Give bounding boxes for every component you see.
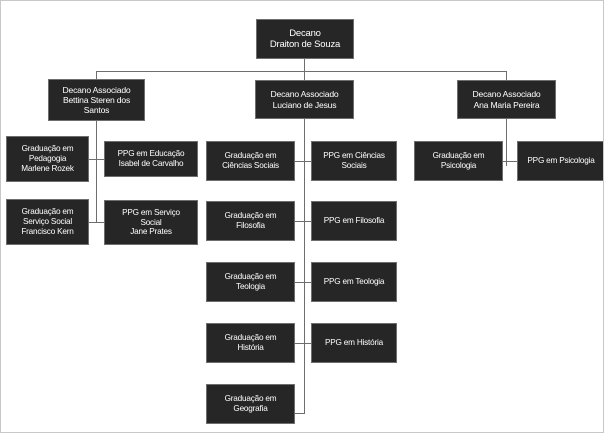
node-ppg-historia[interactable]: PPG em História bbox=[311, 323, 397, 363]
node-label-line: PPG em Filosofia bbox=[323, 216, 385, 226]
node-label-line: PPG em Psicologia bbox=[527, 156, 595, 166]
node-label-line: Geografia bbox=[233, 404, 268, 413]
connector-mid-stub-historia bbox=[295, 343, 305, 344]
node-label-line: Ana Maria Pereira bbox=[473, 99, 540, 110]
connector-mid-stub-ppg-historia bbox=[304, 343, 312, 344]
node-label-line: Marlene Rozek bbox=[21, 163, 74, 173]
connector-mid-stub-ppg-teologia bbox=[304, 282, 312, 283]
connector-left-stub-ppg-servico bbox=[96, 222, 105, 223]
node-label-line: Pedagogia bbox=[28, 154, 67, 164]
connector-decano-stem bbox=[304, 59, 305, 71]
node-label-line: Graduação em bbox=[224, 333, 277, 343]
node-label-line: Filosofia bbox=[236, 221, 265, 230]
connector-mid-stub-ppg-filosofia bbox=[304, 221, 312, 222]
node-label-line: Isabel de Carvalho bbox=[118, 159, 184, 168]
connector-bus-to-assoc-1 bbox=[96, 71, 97, 79]
connector-bus-to-assoc-2 bbox=[304, 71, 305, 80]
node-label-line: Draiton de Souza bbox=[269, 39, 341, 50]
connector-mid-stub-filosofia bbox=[295, 221, 305, 222]
node-label-line: PPG em Serviço bbox=[122, 207, 180, 217]
node-ppg-filosofia[interactable]: PPG em Filosofia bbox=[311, 201, 397, 241]
node-label-line: Psicologia bbox=[440, 161, 477, 170]
node-label-line: Serviço Social bbox=[22, 217, 73, 227]
connector-mid-trunk bbox=[304, 119, 305, 414]
node-label-line: Francisco Kern bbox=[21, 226, 74, 236]
node-ppg-teologia[interactable]: PPG em Teologia bbox=[311, 262, 397, 302]
node-label-line: Ciências Sociais bbox=[222, 161, 279, 170]
connector-mid-stub-ppg-ciencias bbox=[304, 161, 312, 162]
node-label-line: História bbox=[237, 343, 264, 352]
connector-left-trunk bbox=[96, 121, 97, 223]
connector-right-stub-ppg-psicologia bbox=[506, 161, 518, 162]
node-label-line: Graduação em bbox=[224, 394, 277, 404]
connector-right-trunk bbox=[506, 119, 507, 166]
node-label-line: Graduação em bbox=[224, 211, 277, 221]
node-label-line: PPG em Educação bbox=[117, 149, 185, 159]
node-label-line: Luciano de Jesus bbox=[272, 99, 337, 110]
connector-top-bus bbox=[96, 71, 507, 72]
connector-bus-to-assoc-3 bbox=[506, 71, 507, 80]
connector-mid-stub-teologia bbox=[295, 282, 305, 283]
node-label-line: PPG em Ciências bbox=[323, 151, 385, 161]
node-label-line: Graduação em bbox=[224, 151, 277, 161]
node-label-line: Decano Associado bbox=[472, 89, 541, 100]
node-label-line: Graduação em bbox=[21, 207, 74, 217]
node-label-line: Sociais bbox=[341, 161, 367, 170]
node-label-line: PPG em História bbox=[325, 338, 383, 348]
connector-right-stub-psicologia bbox=[503, 161, 507, 162]
node-label-line: Jane Prates bbox=[130, 227, 172, 237]
connector-left-stub-ppg-educacao bbox=[96, 159, 105, 160]
node-label-line: Teologia bbox=[236, 282, 265, 291]
node-label-line: Social bbox=[140, 217, 162, 227]
node-label-line: Decano Associado bbox=[62, 84, 131, 95]
node-label-line: Graduação em bbox=[432, 151, 485, 161]
node-label-line: Graduação em bbox=[21, 144, 74, 154]
connector-left-stub-servico-social bbox=[89, 222, 97, 223]
node-label-line: PPG em Teologia bbox=[323, 277, 385, 287]
node-label-line: Decano Associado bbox=[270, 89, 339, 100]
node-label-line: Bettina Steren dos bbox=[62, 94, 131, 105]
node-label-line: Decano bbox=[289, 27, 321, 39]
node-label-line: Santos bbox=[83, 105, 110, 116]
connector-mid-elbow-geografia bbox=[295, 413, 305, 414]
node-label-line: Graduação em bbox=[224, 272, 277, 282]
connector-mid-stub-ciencias-sociais bbox=[295, 161, 305, 162]
node-ppg-psicologia[interactable]: PPG em Psicologia bbox=[517, 141, 603, 181]
connector-left-stub-pedagogia bbox=[89, 159, 97, 160]
